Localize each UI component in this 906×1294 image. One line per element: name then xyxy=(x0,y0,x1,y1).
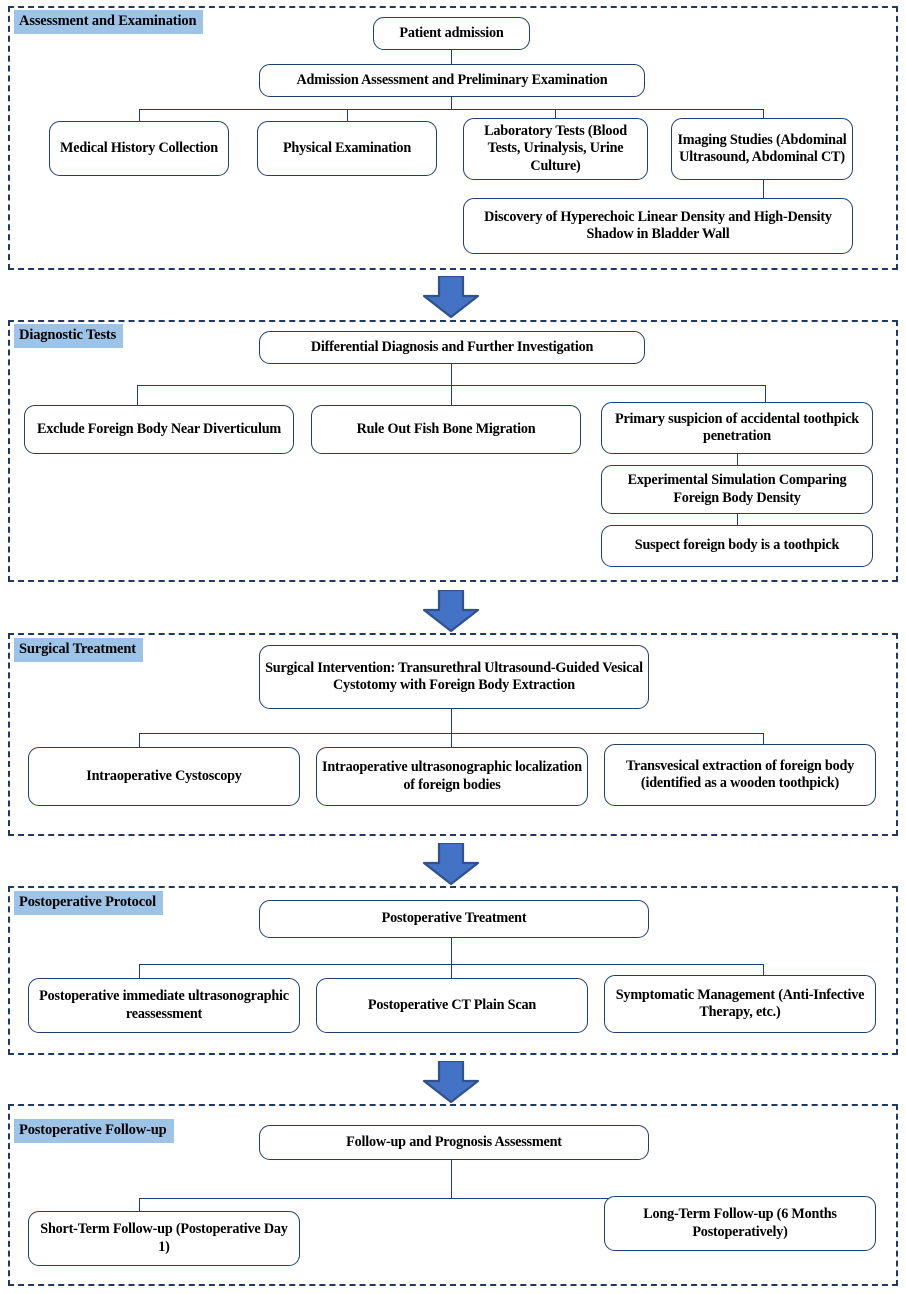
node-text: Admission Assessment and Preliminary Exa… xyxy=(296,71,608,88)
connector-drop-symptomatic xyxy=(763,964,764,975)
connector-drop-exclude-foreign-body xyxy=(137,385,138,405)
node-patient-admission[interactable]: Patient admission xyxy=(373,17,530,50)
node-laboratory-tests[interactable]: Laboratory Tests (Blood Tests, Urinalysi… xyxy=(463,118,648,180)
node-text: Imaging Studies (Abdominal Ultrasound, A… xyxy=(677,131,847,166)
node-intraoperative-ultrasound[interactable]: Intraoperative ultrasonographic localiza… xyxy=(316,747,588,806)
connector-drop-short-term xyxy=(139,1198,140,1211)
node-postoperative-treatment[interactable]: Postoperative Treatment xyxy=(259,900,649,938)
node-text: Rule Out Fish Bone Migration xyxy=(356,420,536,437)
node-text: Transvesical extraction of foreign body … xyxy=(625,757,855,792)
section-assessment xyxy=(8,6,898,270)
connector-drop-postop-ultrasound xyxy=(139,964,140,978)
connector-drop-transvesical xyxy=(763,733,764,744)
node-text: Physical Examination xyxy=(282,139,412,156)
node-rule-out-fish-bone[interactable]: Rule Out Fish Bone Migration xyxy=(311,405,581,454)
connector-drop-primary-suspicion xyxy=(765,385,766,402)
connector-bus-stem-assessment xyxy=(451,97,452,109)
connector-bus-followup xyxy=(139,1198,763,1199)
node-long-term-followup[interactable]: Long-Term Follow-up (6 Months Postoperat… xyxy=(604,1196,876,1251)
connector-drop-postop-ct xyxy=(451,964,452,978)
node-text: Surgical Intervention: Transurethral Ult… xyxy=(265,659,643,694)
connector-imaging-to-discovery xyxy=(763,180,764,198)
connector-bus-assessment xyxy=(139,109,763,110)
node-suspect-toothpick[interactable]: Suspect foreign body is a toothpick xyxy=(601,525,873,567)
node-postoperative-ultrasound[interactable]: Postoperative immediate ultrasonographic… xyxy=(28,978,300,1033)
section-label-surgical: Surgical Treatment xyxy=(14,638,143,662)
section-label-followup: Postoperative Follow-up xyxy=(14,1119,174,1143)
section-diagnostic xyxy=(8,320,898,582)
connector-bus-stem-diagnostic xyxy=(451,364,452,385)
node-symptomatic-management[interactable]: Symptomatic Management (Anti-Infective T… xyxy=(604,975,876,1033)
connector-primary-to-experimental xyxy=(737,454,738,465)
node-followup-prognosis[interactable]: Follow-up and Prognosis Assessment xyxy=(259,1125,649,1160)
node-physical-examination[interactable]: Physical Examination xyxy=(257,121,437,176)
node-transvesical-extraction[interactable]: Transvesical extraction of foreign body … xyxy=(604,744,876,806)
node-differential-diagnosis[interactable]: Differential Diagnosis and Further Inves… xyxy=(259,331,645,364)
connector-drop-rule-out-fish-bone xyxy=(451,385,452,405)
flow-arrow-2 xyxy=(421,588,481,633)
flow-arrow-3 xyxy=(421,841,481,886)
node-text: Follow-up and Prognosis Assessment xyxy=(346,1133,562,1150)
node-surgical-intervention[interactable]: Surgical Intervention: Transurethral Ult… xyxy=(259,645,649,709)
node-postoperative-ct[interactable]: Postoperative CT Plain Scan xyxy=(316,978,588,1033)
flow-arrow-4 xyxy=(421,1059,481,1104)
node-exclude-foreign-body[interactable]: Exclude Foreign Body Near Diverticulum xyxy=(24,405,294,454)
connector-bus-stem-followup xyxy=(451,1160,452,1198)
node-text: Long-Term Follow-up (6 Months Postoperat… xyxy=(643,1206,837,1240)
connector-drop-ultrasound-localization xyxy=(451,733,452,747)
connector-drop-imaging xyxy=(763,109,764,118)
node-text: Suspect foreign body is a toothpick xyxy=(634,537,840,554)
section-label-assessment: Assessment and Examination xyxy=(14,10,204,34)
node-text: Exclude Foreign Body Near Diverticulum xyxy=(36,420,282,437)
node-intraoperative-cystoscopy[interactable]: Intraoperative Cystoscopy xyxy=(28,747,300,806)
node-text: Symptomatic Management (Anti-Infective T… xyxy=(615,986,865,1021)
node-text: Postoperative immediate ultrasonographic… xyxy=(39,988,289,1022)
connector-drop-laboratory xyxy=(555,109,556,118)
section-surgical xyxy=(8,633,898,836)
connector-bus-stem-postoperative xyxy=(451,938,452,964)
node-admission-assessment[interactable]: Admission Assessment and Preliminary Exa… xyxy=(259,64,645,97)
node-text: Intraoperative Cystoscopy xyxy=(86,767,242,784)
section-followup xyxy=(8,1104,898,1286)
node-experimental-simulation[interactable]: Experimental Simulation Comparing Foreig… xyxy=(601,465,873,514)
connector-admission-vertical xyxy=(451,50,452,64)
node-text: Differential Diagnosis and Further Inves… xyxy=(310,338,594,355)
node-text: Primary suspicion of accidental toothpic… xyxy=(614,410,860,445)
section-postoperative xyxy=(8,886,898,1055)
node-text: Experimental Simulation Comparing Foreig… xyxy=(627,472,847,506)
connector-bus-stem-surgical xyxy=(451,709,452,733)
node-discovery-finding[interactable]: Discovery of Hyperechoic Linear Density … xyxy=(463,198,853,254)
node-text: Postoperative Treatment xyxy=(381,910,527,927)
node-medical-history[interactable]: Medical History Collection xyxy=(49,121,229,176)
connector-experimental-to-suspect xyxy=(737,514,738,525)
node-text: Laboratory Tests (Blood Tests, Urinalysi… xyxy=(484,122,627,174)
section-label-diagnostic: Diagnostic Tests xyxy=(14,324,124,348)
node-text: Discovery of Hyperechoic Linear Density … xyxy=(484,208,832,243)
section-label-postoperative: Postoperative Protocol xyxy=(14,891,163,915)
node-text: Postoperative CT Plain Scan xyxy=(367,996,537,1013)
node-imaging-studies[interactable]: Imaging Studies (Abdominal Ultrasound, A… xyxy=(671,118,853,180)
connector-drop-cystoscopy xyxy=(139,733,140,747)
node-text: Medical History Collection xyxy=(60,139,218,156)
node-text: Short-Term Follow-up (Postoperative Day … xyxy=(40,1221,288,1255)
node-primary-suspicion[interactable]: Primary suspicion of accidental toothpic… xyxy=(601,402,873,454)
connector-drop-physical-exam xyxy=(347,109,348,121)
node-text: Intraoperative ultrasonographic localiza… xyxy=(322,759,582,793)
flow-arrow-1 xyxy=(421,274,481,319)
node-short-term-followup[interactable]: Short-Term Follow-up (Postoperative Day … xyxy=(28,1211,300,1266)
connector-drop-medical-history xyxy=(139,109,140,121)
node-text: Patient admission xyxy=(399,24,504,41)
